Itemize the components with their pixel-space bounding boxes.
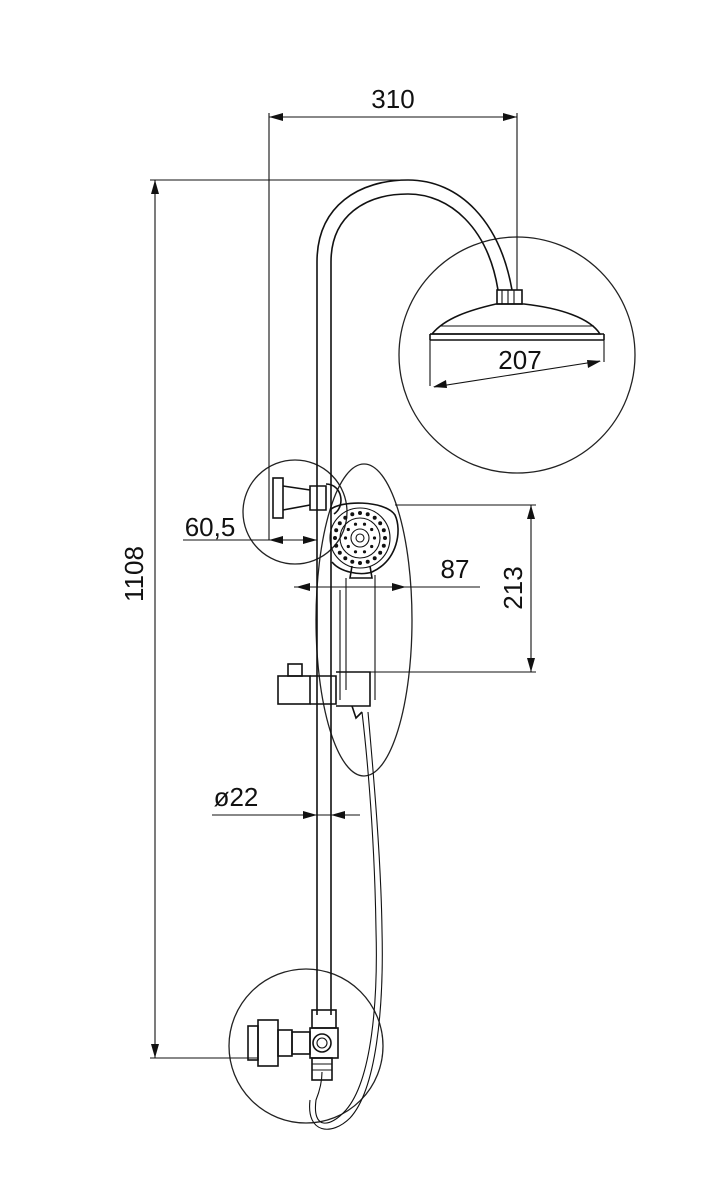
nozzle-dot [337, 521, 342, 526]
shower-hose-inner [309, 711, 383, 1130]
valve-detail-circle [228, 968, 384, 1124]
gooseneck-arm [316, 179, 513, 291]
wall-bracket [272, 477, 342, 519]
rain-shower-head [429, 303, 605, 341]
dim-pipe-diameter [212, 811, 360, 819]
nozzle-dot [372, 515, 377, 520]
dim-total-height [150, 179, 408, 1059]
dim-head-diameter [429, 340, 605, 388]
nozzle-dot [334, 528, 339, 533]
nozzle-dot [350, 512, 355, 517]
nozzle-dot [378, 550, 383, 555]
nozzle-dot [383, 536, 387, 540]
nozzle-dot [343, 536, 348, 540]
nozzle-dot [370, 544, 374, 549]
nozzle-dot [358, 511, 362, 515]
dim-handshower-width-label: 87 [441, 554, 470, 584]
nozzle-dot [381, 528, 386, 533]
nozzle-dot [343, 515, 348, 520]
slide-holder [277, 663, 371, 720]
nozzle-dot [365, 512, 370, 517]
dim-handshower-width [294, 583, 480, 591]
dim-head-diameter-label: 207 [498, 345, 541, 375]
nozzle-dot [381, 543, 386, 548]
nozzle-dot [362, 550, 367, 554]
bracket-detail-circle [242, 459, 348, 565]
hand-shower [329, 502, 399, 700]
nozzle-dot [334, 543, 339, 548]
nozzle-dot [353, 550, 358, 554]
nozzle-dot [350, 559, 355, 564]
riser-pipe [316, 262, 332, 1015]
nozzle-dot [353, 522, 358, 526]
head-connector [496, 289, 523, 305]
nozzle-dot [370, 527, 374, 532]
hand-shower-nozzles [333, 511, 387, 565]
nozzle-dot [378, 521, 383, 526]
dim-arm-reach-label: 310 [371, 84, 414, 114]
nozzle-dot [337, 550, 342, 555]
nozzle-dot [346, 527, 350, 532]
nozzle-dot [365, 559, 370, 564]
dim-handshower-height-label: 213 [498, 566, 528, 609]
dim-pipe-diameter-label: ø22 [214, 782, 259, 812]
dim-bracket-offset-label: 60,5 [185, 512, 236, 542]
nozzle-dot [372, 536, 377, 540]
dim-arm-reach [268, 113, 518, 540]
nozzle-dot [343, 556, 348, 561]
nozzle-dot [358, 561, 362, 565]
dim-total-height-label: 1108 [119, 546, 149, 602]
nozzle-dot [362, 522, 367, 526]
dim-handshower-height [370, 504, 536, 673]
diverter-valve [247, 1009, 339, 1081]
dim-bracket-offset [183, 536, 317, 544]
nozzle-dot [333, 536, 337, 540]
shower-hose [314, 711, 377, 1124]
nozzle-dot [372, 556, 377, 561]
handshower-detail-ellipse [315, 463, 413, 777]
nozzle-dot [346, 544, 350, 549]
